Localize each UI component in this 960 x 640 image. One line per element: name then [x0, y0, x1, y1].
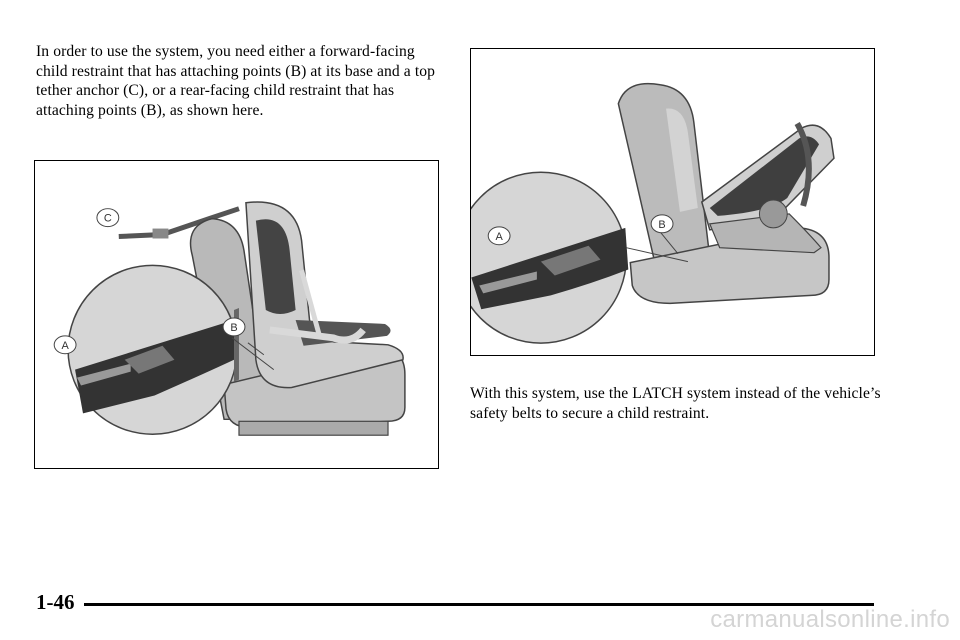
svg-text:B: B — [230, 322, 237, 334]
intro-paragraph: In order to use the system, you need eit… — [36, 43, 436, 119]
callout-a: A — [487, 226, 511, 246]
page-number: 1-46 — [36, 590, 75, 614]
callout-a: A — [53, 335, 77, 355]
watermark: carmanualsonline.info — [710, 606, 950, 633]
footer-rule — [84, 603, 874, 606]
svg-text:C: C — [104, 213, 112, 225]
svg-text:A: A — [495, 231, 503, 243]
forward-facing-restraint-illustration: C A B — [34, 160, 439, 469]
svg-text:B: B — [658, 219, 665, 231]
callout-c: C — [96, 208, 120, 228]
callout-b: B — [650, 214, 674, 234]
latch-paragraph: With this system, use the LATCH system i… — [470, 385, 881, 422]
callout-b: B — [222, 317, 246, 337]
rear-facing-restraint-illustration: A B — [470, 48, 875, 356]
svg-text:A: A — [61, 340, 69, 352]
